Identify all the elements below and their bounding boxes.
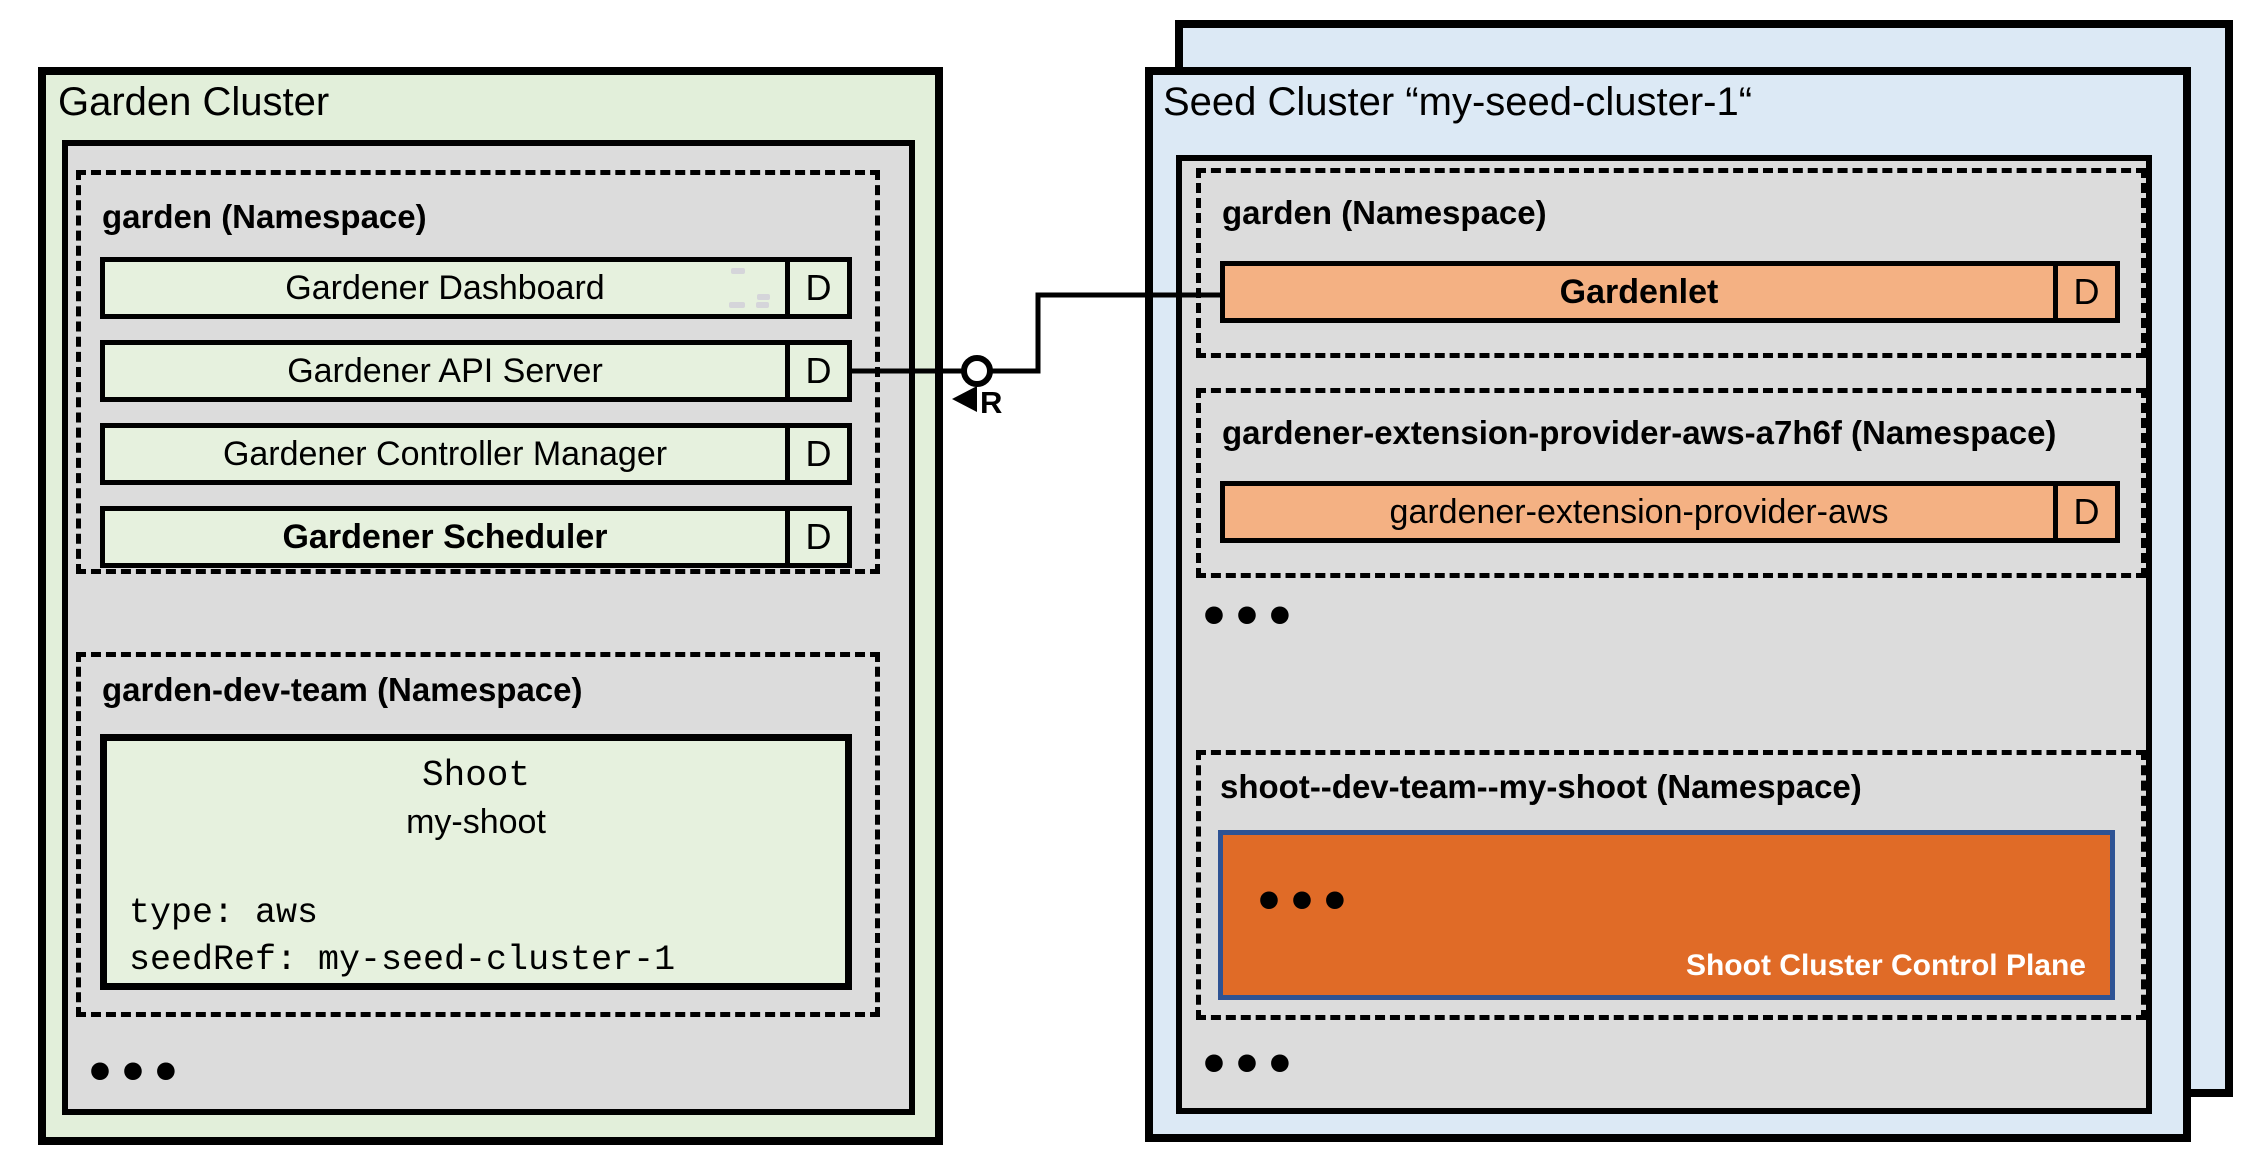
component-name: gardener-extension-provider-aws	[1389, 492, 1889, 531]
interface-lollipop-icon	[961, 355, 993, 387]
seed-cluster-ellipsis-bottom: •••	[1198, 1036, 1297, 1094]
namespace-garden-dev-team-label: garden-dev-team (Namespace)	[102, 671, 583, 708]
garden-cluster-ellipsis: •••	[84, 1044, 183, 1102]
seed-cluster-ellipsis-middle: •••	[1198, 588, 1297, 646]
namespace-seed-garden-label: garden (Namespace)	[1222, 194, 1547, 231]
daemon-badge: D	[785, 511, 847, 563]
daemon-badge: D	[785, 428, 847, 480]
component-name: Gardener Dashboard	[285, 268, 605, 307]
resource-name: my-shoot	[406, 803, 546, 841]
garden-cluster-title: Garden Cluster	[58, 80, 330, 124]
component-gardener-dashboard: Gardener Dashboard D	[100, 257, 852, 319]
namespace-extension-provider-aws	[1196, 388, 2146, 578]
component-gardener-api-server: Gardener API Server D	[100, 340, 852, 402]
component-gardener-scheduler: Gardener Scheduler D	[100, 506, 852, 568]
namespace-shoot-dev-team-my-shoot-label: shoot--dev-team--my-shoot (Namespace)	[1220, 768, 1862, 805]
component-name: Gardenlet	[1559, 272, 1719, 311]
faint-artifact-dash	[729, 302, 745, 308]
namespace-extension-provider-aws-label: gardener-extension-provider-aws-a7h6f (N…	[1222, 414, 2057, 451]
component-name: Gardener API Server	[287, 351, 603, 390]
daemon-badge: D	[785, 262, 847, 314]
component-gardener-controller-manager: Gardener Controller Manager D	[100, 423, 852, 485]
namespace-seed-garden	[1196, 168, 2146, 358]
component-name: Gardener Controller Manager	[222, 434, 668, 473]
faint-artifact-dash	[731, 268, 745, 274]
component-gardenlet: Gardenlet D	[1220, 261, 2120, 323]
shoot-control-plane-box: ••• Shoot Cluster Control Plane	[1218, 830, 2115, 1000]
faint-artifact-dash	[756, 302, 769, 308]
resource-spec-line: seedRef: my-seed-cluster-1	[129, 940, 676, 980]
namespace-shoot-dev-team-my-shoot	[1196, 750, 2146, 1020]
component-extension-provider-aws: gardener-extension-provider-aws D	[1220, 481, 2120, 543]
shoot-resource-card: Shoot my-shoot type: aws seedRef: my-see…	[100, 734, 852, 990]
component-name: Gardener Scheduler	[282, 517, 608, 556]
control-plane-ellipsis: •••	[1253, 873, 1352, 931]
resource-spec-line: type: aws	[129, 893, 319, 933]
control-plane-label: Shoot Cluster Control Plane	[1685, 949, 2086, 982]
daemon-badge: D	[2053, 486, 2115, 538]
resource-kind: Shoot	[421, 755, 531, 796]
daemon-badge: D	[2053, 266, 2115, 318]
seed-cluster-title: Seed Cluster “my-seed-cluster-1“	[1163, 80, 1753, 124]
daemon-badge: D	[785, 345, 847, 397]
faint-artifact-dash	[757, 294, 770, 300]
connector-arrow-icon	[952, 386, 977, 412]
interface-label: R	[980, 385, 1002, 420]
namespace-garden-dev-team	[76, 652, 880, 1017]
namespace-garden-label: garden (Namespace)	[102, 198, 427, 235]
